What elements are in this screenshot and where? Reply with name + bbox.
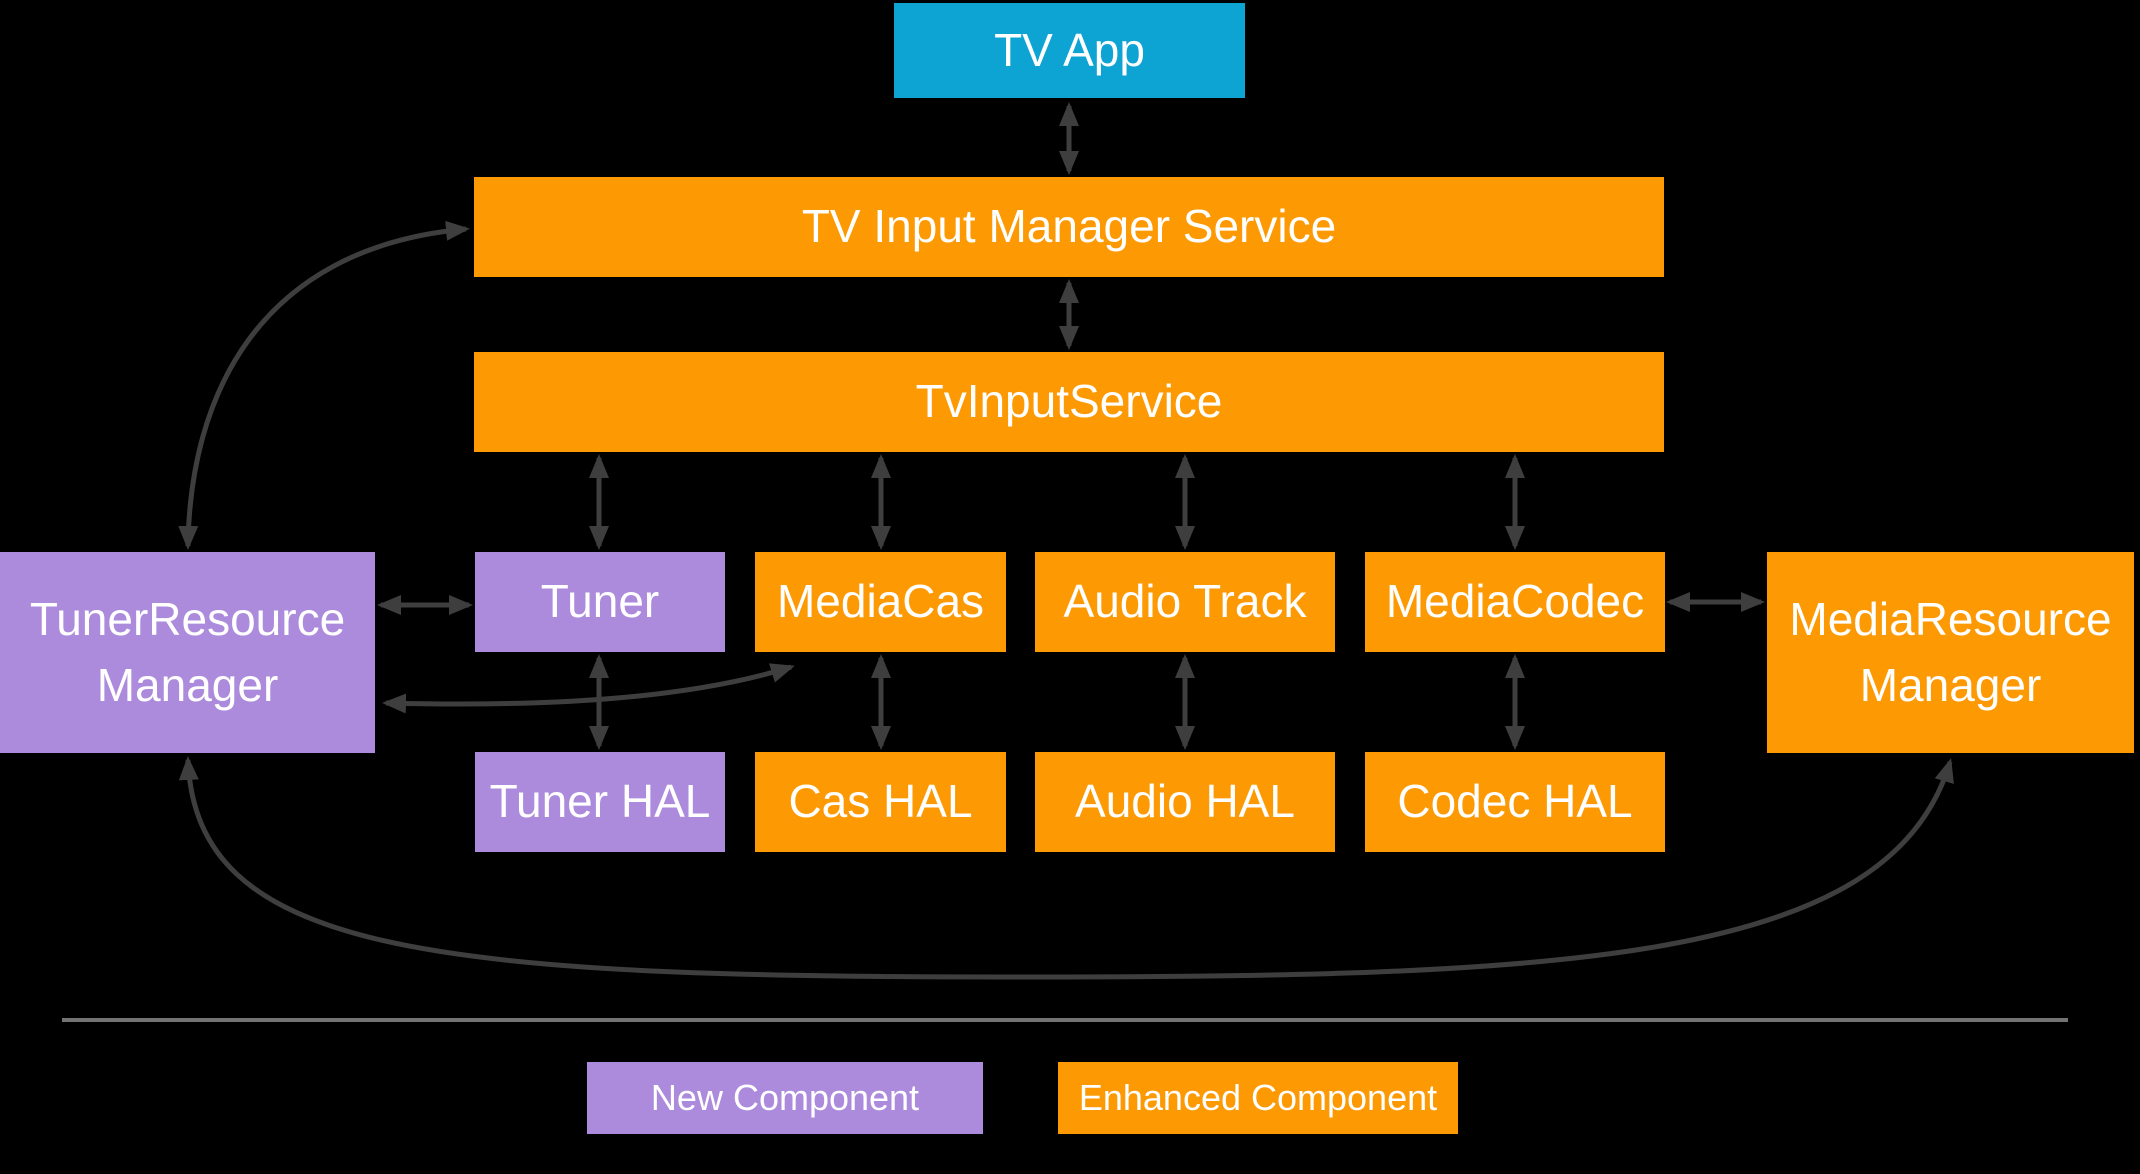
node-tv-input-manager-service-label: TV Input Manager Service: [801, 200, 1337, 253]
node-tuner-hal-label: Tuner HAL: [489, 775, 711, 828]
legend-new-component: New Component: [587, 1062, 983, 1134]
legend-divider: [62, 1018, 2068, 1022]
node-tv-input-service-label: TvInputService: [915, 375, 1223, 428]
node-cas-hal-label: Cas HAL: [788, 775, 973, 828]
node-tv-app: TV App: [894, 3, 1245, 98]
node-tuner: Tuner: [475, 552, 725, 652]
node-audio-hal-label: Audio HAL: [1075, 775, 1295, 828]
node-media-codec-label: MediaCodec: [1385, 575, 1645, 628]
legend-enhanced-component-label: Enhanced Component: [1078, 1077, 1438, 1118]
node-tuner-hal: Tuner HAL: [475, 752, 725, 852]
node-media-resource-manager: MediaResource Manager: [1767, 552, 2134, 753]
node-media-resource-manager-label: MediaResource Manager: [1789, 593, 2112, 711]
arrow-trm-mediacas-curve: [382, 663, 795, 714]
node-audio-track: Audio Track: [1035, 552, 1335, 652]
node-codec-hal: Codec HAL: [1365, 752, 1665, 852]
node-tv-input-service: TvInputService: [474, 352, 1664, 452]
node-media-cas: MediaCas: [755, 552, 1006, 652]
node-tv-app-label: TV App: [994, 23, 1145, 76]
arrow-trm-tims-curve: [178, 220, 470, 550]
node-tuner-label: Tuner: [540, 575, 660, 628]
node-cas-hal: Cas HAL: [755, 752, 1006, 852]
node-audio-hal: Audio HAL: [1035, 752, 1335, 852]
node-tuner-resource-manager-label: TunerResource Manager: [29, 593, 346, 711]
legend-enhanced-component: Enhanced Component: [1058, 1062, 1458, 1134]
node-media-codec: MediaCodec: [1365, 552, 1665, 652]
node-media-cas-label: MediaCas: [776, 575, 985, 628]
node-audio-track-label: Audio Track: [1063, 575, 1307, 628]
legend-new-component-label: New Component: [650, 1077, 920, 1118]
node-tuner-resource-manager: TunerResource Manager: [0, 552, 375, 753]
node-codec-hal-label: Codec HAL: [1397, 775, 1633, 828]
node-tv-input-manager-service: TV Input Manager Service: [474, 177, 1664, 277]
